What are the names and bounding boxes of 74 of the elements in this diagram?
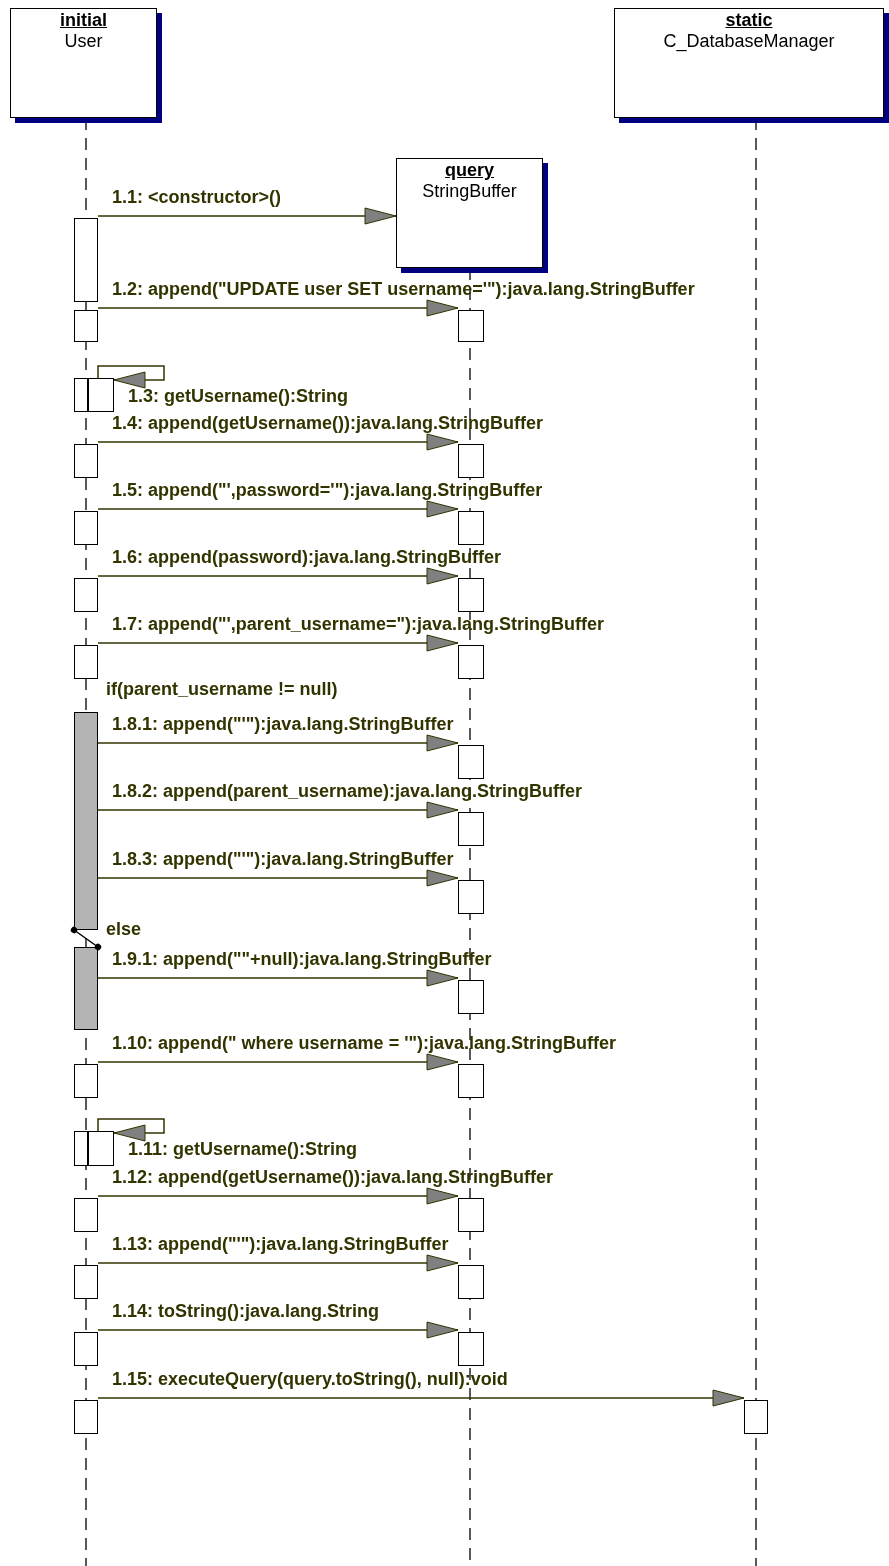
activation-bar <box>458 1198 484 1232</box>
activation-bar <box>744 1400 768 1434</box>
activation-bar <box>74 1332 98 1366</box>
message-arrow <box>97 634 459 652</box>
message-arrow <box>97 1254 459 1272</box>
message-arrow <box>97 500 459 518</box>
activation-bar <box>74 712 98 930</box>
message-arrow <box>97 1187 459 1205</box>
activation-bar <box>74 218 98 302</box>
activation-bar <box>458 980 484 1014</box>
message-label: 1.4: append(getUsername()):java.lang.StringBuffer <box>112 412 544 434</box>
activation-bar <box>88 378 114 412</box>
message-arrow <box>97 567 459 585</box>
activation-bar <box>88 1131 114 1166</box>
message-label: 1.5: append("',password='"):java.lang.StringBuffer <box>112 479 543 501</box>
message-label: 1.6: append(password):java.lang.StringBuffer <box>112 546 502 568</box>
activation-bar <box>74 1198 98 1232</box>
guard-condition: if(parent_username != null) <box>106 678 338 700</box>
activation-bar <box>74 1265 98 1299</box>
message-label: 1.14: toString():java.lang.String <box>112 1300 380 1322</box>
activation-bar <box>458 812 484 846</box>
message-label: 1.1: <constructor>() <box>112 186 282 208</box>
message-label: 1.8.1: append("'"):java.lang.StringBuffer <box>112 713 454 735</box>
activation-bar <box>458 880 484 914</box>
activation-bar <box>458 1265 484 1299</box>
object-name: initial <box>60 10 107 31</box>
connector-line <box>70 926 102 951</box>
activation-bar <box>74 947 98 1030</box>
activation-bar <box>458 578 484 612</box>
activation-bar <box>74 1064 98 1098</box>
class-name: C_DatabaseManager <box>663 31 835 52</box>
activation-bar <box>74 645 98 679</box>
class-name: User <box>64 31 103 52</box>
activation-bar <box>74 1131 88 1166</box>
message-arrow <box>97 734 459 752</box>
message-label: 1.2: append("UPDATE user SET username='"):java.lang.StringBuffer <box>112 278 695 300</box>
message-label: 1.8.2: append(parent_username):java.lang.StringBuffer <box>112 780 583 802</box>
message-label: 1.3: getUsername():String <box>128 385 349 407</box>
message-arrow <box>97 1321 459 1339</box>
message-label: 1.15: executeQuery(query.toString(), null):void <box>112 1368 508 1390</box>
message-label: 1.8.3: append("'"):java.lang.StringBuffer <box>112 848 454 870</box>
message-arrow <box>97 365 165 389</box>
activation-bar <box>458 645 484 679</box>
message-label: 1.9.1: append(""+null):java.lang.StringBuffer <box>112 948 492 970</box>
message-arrow <box>97 869 459 887</box>
message-arrow <box>97 969 459 987</box>
message-label: 1.12: append(getUsername()):java.lang.StringBuffer <box>112 1166 554 1188</box>
activation-bar <box>458 745 484 779</box>
activation-bar <box>458 511 484 545</box>
guard-condition: else <box>106 918 142 940</box>
message-label: 1.13: append("'"):java.lang.StringBuffer <box>112 1233 449 1255</box>
message-arrow <box>97 1053 459 1071</box>
message-arrow <box>97 1118 165 1142</box>
activation-bar <box>458 310 484 342</box>
message-arrow <box>97 801 459 819</box>
activation-bar <box>458 1332 484 1366</box>
activation-bar <box>458 1064 484 1098</box>
message-label: 1.11: getUsername():String <box>128 1138 358 1160</box>
activation-bar <box>74 511 98 545</box>
message-arrow <box>97 433 459 451</box>
activation-bar <box>458 444 484 478</box>
message-label: 1.10: append(" where username = '"):java.lang.StringBuffer <box>112 1032 616 1054</box>
message-arrow <box>97 1389 745 1407</box>
class-name: StringBuffer <box>422 181 517 202</box>
activation-bar <box>74 310 98 342</box>
activation-bar <box>74 1400 98 1434</box>
message-arrow <box>97 299 459 317</box>
object-name: static <box>725 10 773 31</box>
activation-bar <box>74 578 98 612</box>
activation-bar <box>74 378 88 412</box>
message-label: 1.7: append("',parent_username="):java.lang.StringBuffer <box>112 613 604 635</box>
message-arrow <box>97 207 397 225</box>
object-name: query <box>445 160 494 181</box>
activation-bar <box>74 444 98 478</box>
